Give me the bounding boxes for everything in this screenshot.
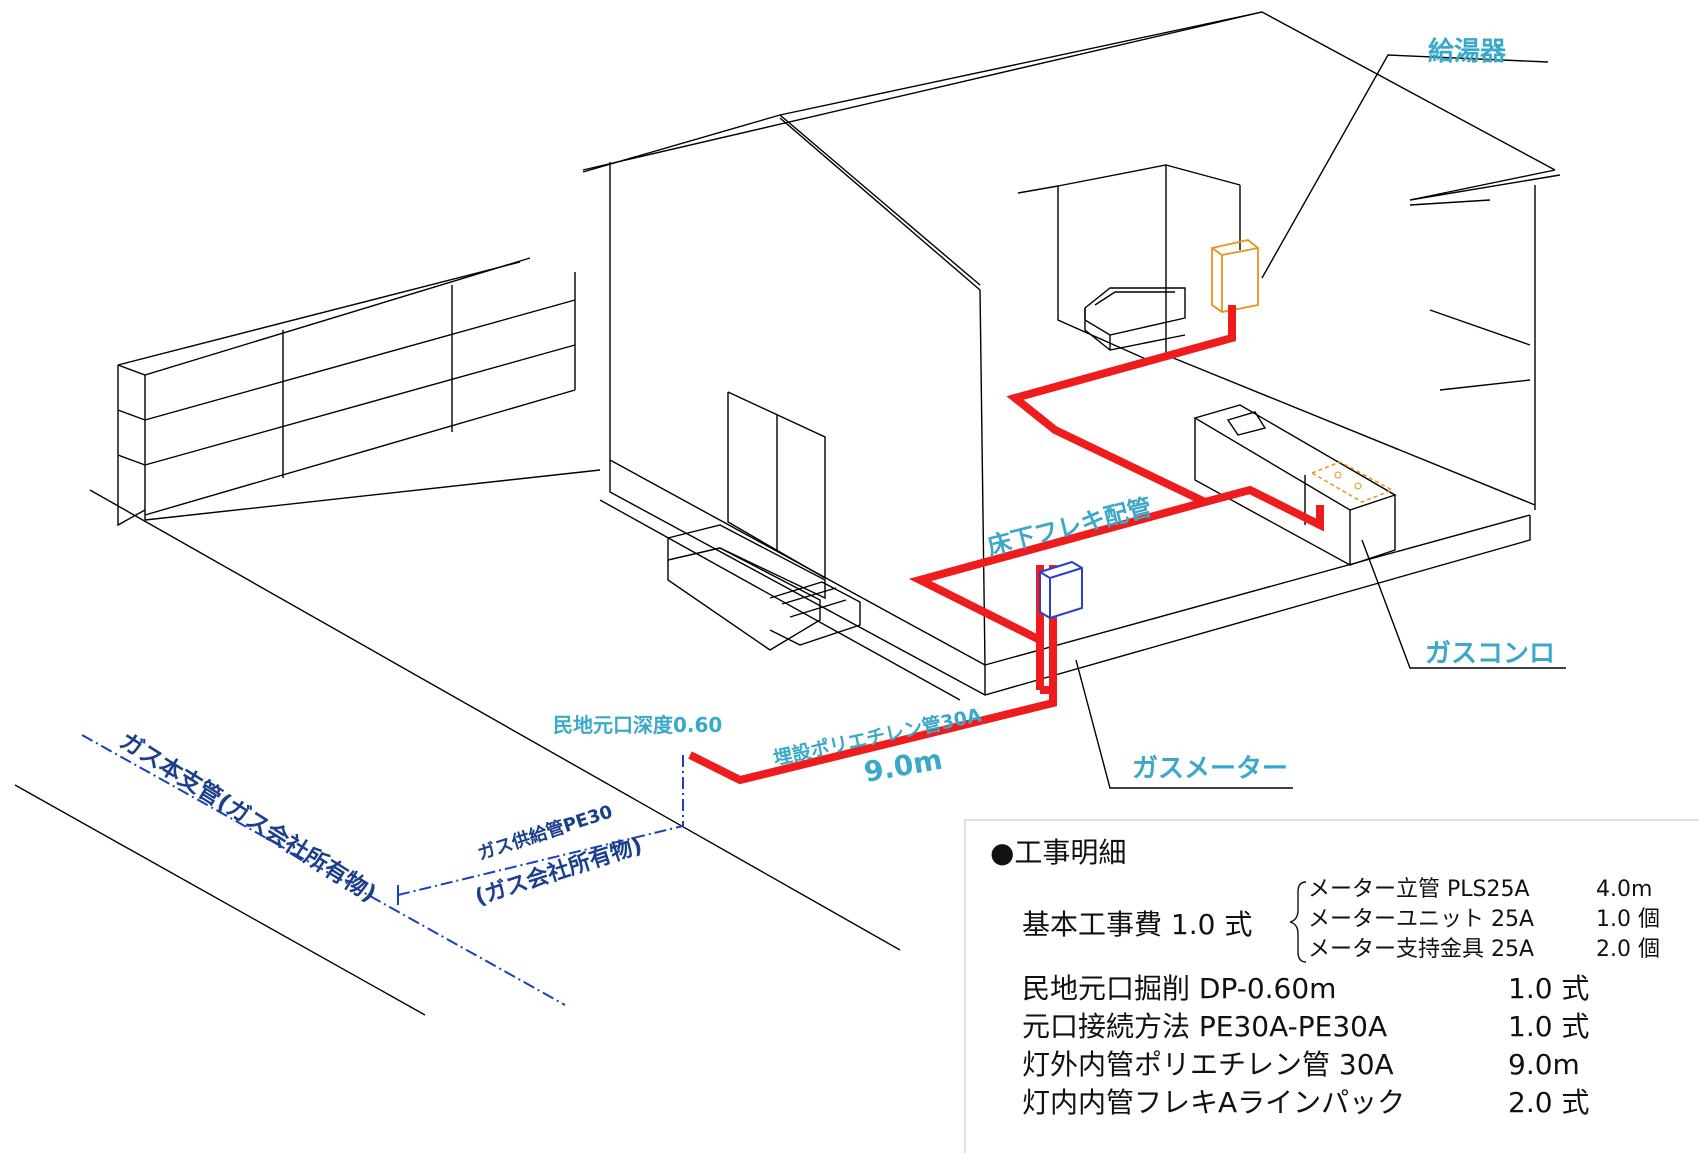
brace-icon	[1289, 881, 1307, 963]
fence	[117, 257, 601, 527]
item-4-qty: 2.0 式	[1508, 1086, 1589, 1119]
item-2-name: 元口接続方法 PE30A-PE30A	[1022, 1010, 1387, 1043]
item-3-name: 灯外内管ポリエチレン管 30A	[1022, 1048, 1394, 1081]
house	[582, 11, 1561, 696]
work-details-panel: ●工事明細 基本工事費 1.0 式 メーター立管 PLS25A 4.0m メータ…	[964, 819, 1699, 1153]
work-details-title: ●工事明細	[990, 836, 1126, 869]
ground-lines	[14, 489, 961, 1016]
item-3-qty: 9.0m	[1508, 1048, 1580, 1081]
gas-meter-unit	[1039, 560, 1083, 620]
item-1-qty: 1.0 式	[1508, 972, 1589, 1005]
gas-main-label: ガス本支管(ガス会社所有物)	[115, 727, 381, 907]
item-2-qty: 1.0 式	[1508, 1010, 1589, 1043]
basic-item-2-qty: 1.0 個	[1596, 907, 1660, 932]
gas-main-lines	[81, 734, 684, 1006]
basic-item-1-qty: 4.0m	[1596, 877, 1652, 902]
gas-stove-label: ガスコンロ	[1425, 639, 1555, 669]
water-heater-label: 給湯器	[1428, 36, 1507, 67]
item-4-name: 灯内内管フレキAラインパック	[1022, 1086, 1405, 1119]
stove-top	[1310, 461, 1394, 503]
basic-item-2-name: メーターユニット 25A	[1308, 907, 1534, 932]
item-1-name: 民地元口掘削 DP-0.60m	[1022, 972, 1336, 1005]
basic-item-3-name: メーター支持金具 25A	[1308, 937, 1534, 962]
gas-pipe-route	[688, 305, 1324, 785]
private-valve-depth-label: 民地元口深度0.60	[553, 713, 722, 737]
leader-lines	[1075, 54, 1566, 789]
gas-meter-label: ガスメーター	[1132, 754, 1288, 784]
basic-cost-label: 基本工事費 1.0 式	[1022, 908, 1252, 941]
basic-item-3-qty: 2.0 個	[1596, 937, 1660, 962]
basic-item-1-name: メーター立管 PLS25A	[1308, 877, 1530, 902]
water-heater-unit	[1211, 239, 1259, 313]
